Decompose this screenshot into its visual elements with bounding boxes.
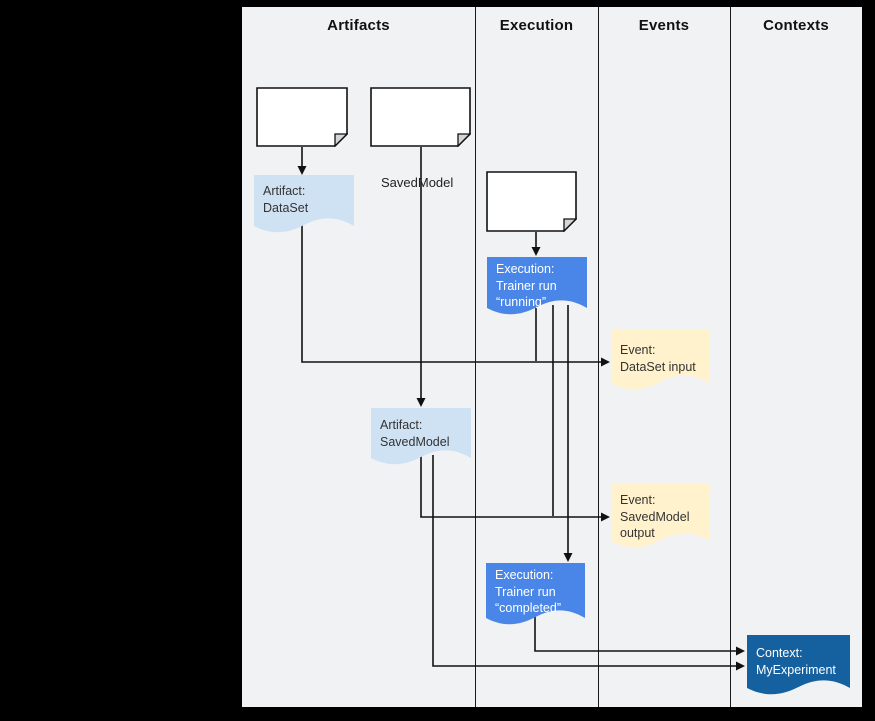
node-label: SavedModel <box>381 174 454 190</box>
arrowhead <box>531 247 541 256</box>
edge-artifact-savedmodel-to-context <box>432 455 736 667</box>
column-header-contexts: Contexts <box>763 17 829 34</box>
document-shape <box>611 329 709 390</box>
document-shape <box>747 635 850 695</box>
arrowhead <box>563 553 573 562</box>
arrowhead <box>297 166 307 175</box>
document-shape <box>254 175 354 233</box>
column-header-execution: Execution <box>499 17 574 34</box>
arrowhead <box>736 646 745 656</box>
edge-artifact-dataset-to-event-dataset-input <box>301 224 601 363</box>
arrowhead <box>416 398 426 407</box>
node-artifact-savedmodel: Artifact: SavedModel <box>371 408 471 469</box>
column-divider-execution-events <box>598 7 600 707</box>
node-label: Event: DataSet input <box>620 343 696 374</box>
edge-artifact-savedmodel-to-event-savedmodel-output <box>420 455 601 518</box>
node-label: Artifact: SavedModel <box>380 418 450 449</box>
node-artifact-dataset: Artifact: DataSet <box>254 175 354 237</box>
arrowhead <box>736 661 745 671</box>
folded-corner-shape <box>486 171 578 233</box>
node-context-myexperiment: Context: MyExperiment <box>747 635 850 699</box>
node-event-savedmodel-output: Event: SavedModel output <box>611 484 710 552</box>
node-label: Event: SavedModel output <box>620 493 690 540</box>
arrowhead <box>601 357 610 367</box>
document-shape <box>486 563 585 625</box>
document-shape <box>611 484 710 548</box>
node-label: Execution: Trainer run “completed” <box>495 568 561 615</box>
node-label: Context: MyExperiment <box>756 646 836 677</box>
column-header-events: Events <box>638 17 690 34</box>
node-execution-completed: Execution: Trainer run “completed” <box>486 563 585 629</box>
arrowhead <box>601 512 610 522</box>
column-header-artifacts: Artifacts <box>327 17 390 34</box>
edge-execution-completed-to-context <box>534 616 736 652</box>
column-divider-events-contexts <box>730 7 732 707</box>
folded-corner-shape <box>370 87 472 148</box>
node-label: Artifact: DataSet <box>263 184 309 215</box>
folded-corner-shape <box>256 87 349 148</box>
document-shape <box>487 257 587 315</box>
node-execution-running: Execution: Trainer run “running” <box>487 257 587 319</box>
node-label: Execution: Trainer run “running” <box>496 262 557 309</box>
column-divider-artifacts-execution <box>475 7 477 707</box>
node-event-dataset-input: Event: DataSet input <box>611 329 709 394</box>
node-trainer: Trainer <box>486 171 578 275</box>
node-savedmodel: SavedModel <box>370 87 472 190</box>
node-dataset: DataSet <box>256 87 349 190</box>
document-shape <box>371 408 471 465</box>
